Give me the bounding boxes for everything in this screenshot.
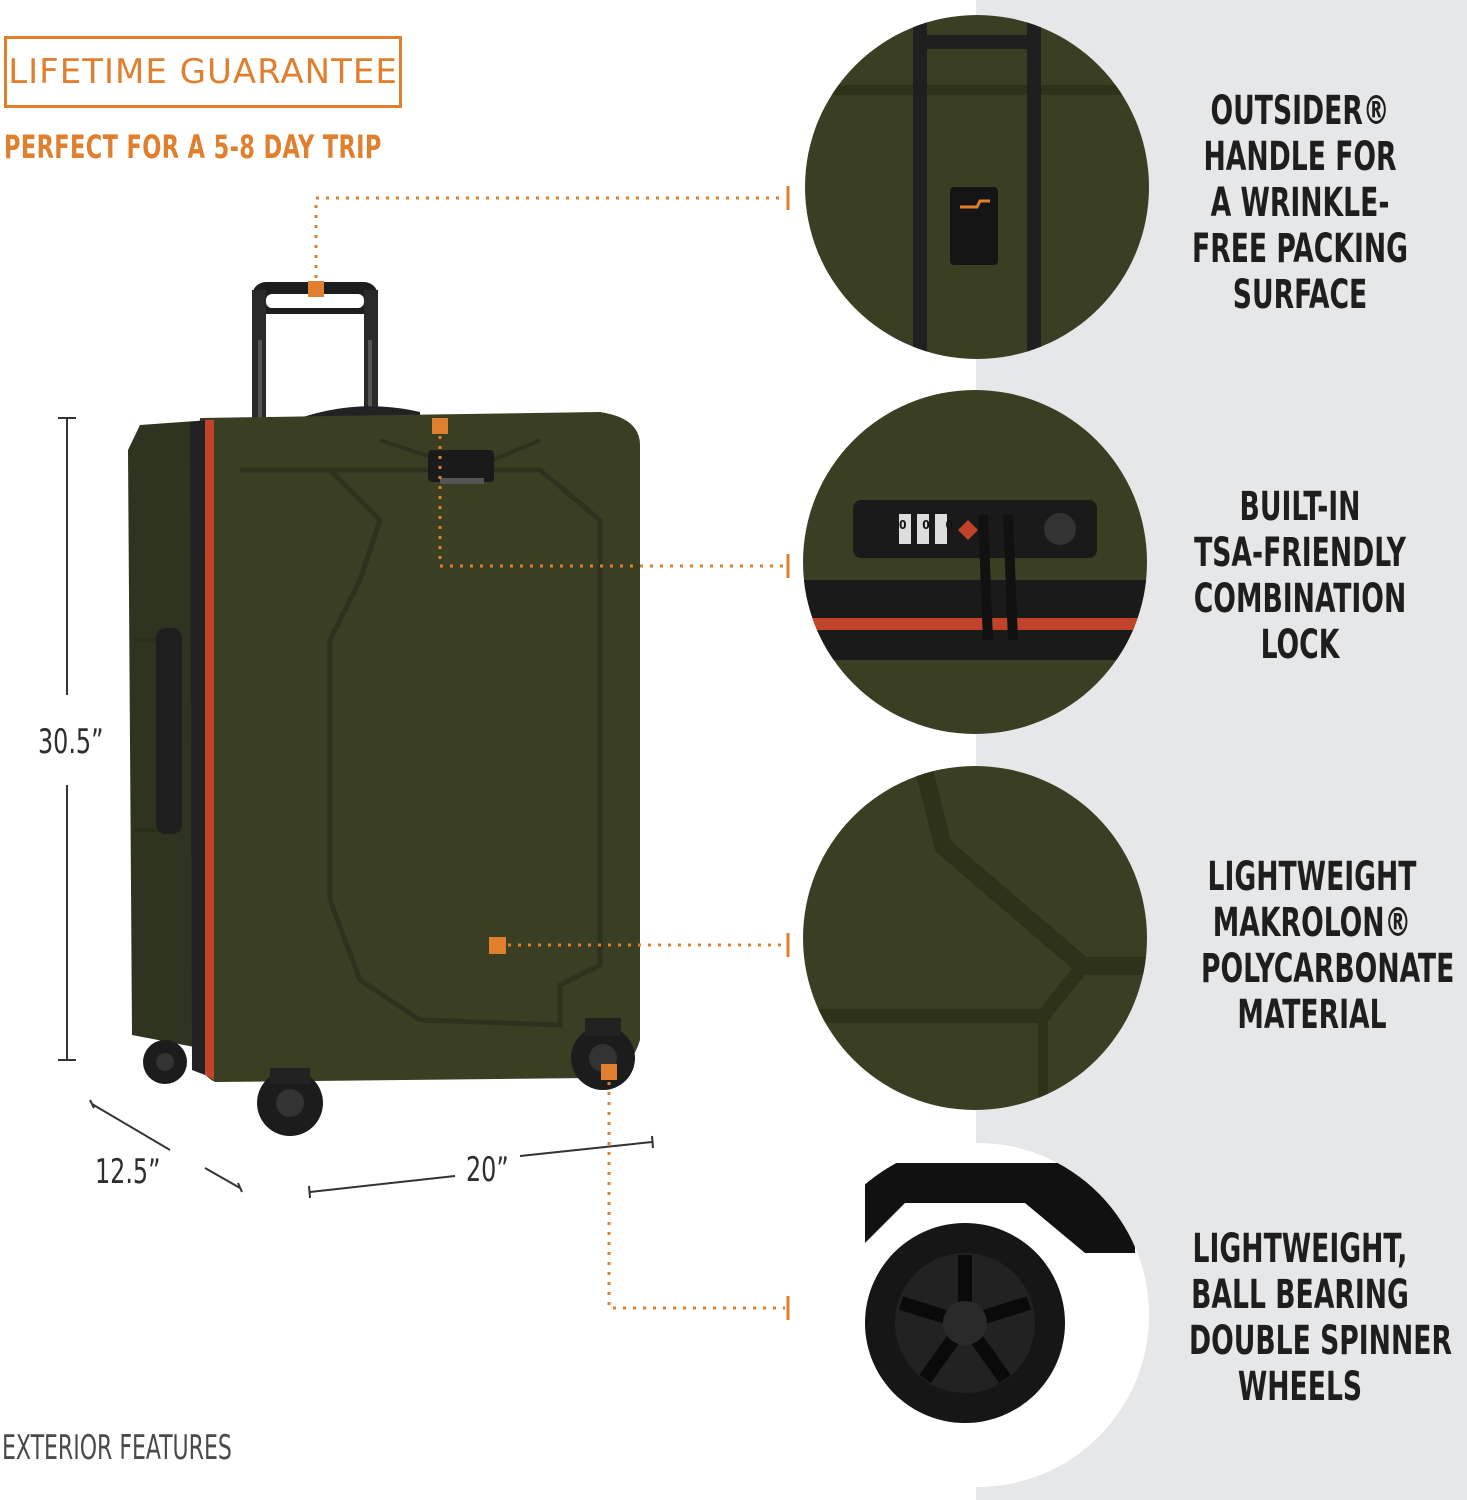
height-dimension: 30.5” bbox=[38, 722, 104, 762]
detail-circle-material bbox=[803, 766, 1147, 1110]
feature-wheels-text: LIGHTWEIGHT, BALL BEARING DOUBLE SPINNER… bbox=[1150, 1226, 1452, 1410]
feature-line: OUTSIDER® bbox=[1210, 88, 1390, 134]
feature-line: WHEELS bbox=[1237, 1364, 1363, 1410]
luggage-shell bbox=[128, 412, 640, 1082]
wheels bbox=[143, 1018, 635, 1136]
guarantee-label: LIFETIME GUARANTEE bbox=[8, 52, 398, 92]
callout-lines bbox=[314, 196, 785, 1310]
feature-line: FREE PACKING bbox=[1192, 226, 1408, 272]
feature-line: POLYCARBONATE bbox=[1201, 946, 1455, 992]
lock-digit: 0 bbox=[945, 518, 953, 532]
feature-line: MAKROLON® bbox=[1212, 900, 1412, 946]
handle-detail-image bbox=[805, 15, 1149, 359]
detail-circle-lock bbox=[803, 390, 1147, 734]
detail-circle-handle bbox=[805, 15, 1149, 359]
wheel-detail-image bbox=[805, 1143, 1149, 1487]
feature-line: MATERIAL bbox=[1237, 992, 1387, 1038]
exterior-features-caption: EXTERIOR FEATURES bbox=[2, 1428, 232, 1468]
feature-line: LIGHTWEIGHT bbox=[1207, 854, 1417, 900]
lock-dial-digits: 0 0 0 bbox=[899, 518, 953, 532]
feature-handle-text: OUTSIDER® HANDLE FOR A WRINKLE- FREE PAC… bbox=[1150, 88, 1450, 318]
feature-line: A WRINKLE- bbox=[1210, 180, 1390, 226]
trip-length-text: PERFECT FOR A 5-8 DAY TRIP bbox=[4, 128, 382, 166]
lock-detail-image bbox=[803, 390, 1147, 734]
feature-line: SURFACE bbox=[1232, 272, 1368, 318]
feature-line: LIGHTWEIGHT, bbox=[1192, 1226, 1408, 1272]
feature-line: BUILT-IN bbox=[1239, 484, 1361, 530]
feature-line: TSA-FRIENDLY bbox=[1194, 530, 1406, 576]
feature-line: BALL BEARING bbox=[1191, 1272, 1409, 1318]
depth-dimension: 12.5” bbox=[95, 1152, 161, 1192]
feature-material-text: LIGHTWEIGHT MAKROLON® POLYCARBONATE MATE… bbox=[1162, 854, 1462, 1038]
callout-markers bbox=[308, 281, 617, 1080]
detail-circle-wheel bbox=[805, 1143, 1149, 1487]
feature-line: DOUBLE SPINNER bbox=[1189, 1318, 1452, 1364]
material-detail-image bbox=[803, 766, 1147, 1110]
feature-line: COMBINATION bbox=[1193, 576, 1407, 622]
lock-digit: 0 bbox=[899, 518, 907, 532]
feature-line: LOCK bbox=[1260, 622, 1340, 668]
feature-lock-text: BUILT-IN TSA-FRIENDLY COMBINATION LOCK bbox=[1150, 484, 1450, 668]
width-dimension: 20” bbox=[466, 1150, 509, 1190]
lock-digit: 0 bbox=[922, 518, 930, 532]
feature-line: HANDLE FOR bbox=[1203, 134, 1397, 180]
lifetime-guarantee-badge: LIFETIME GUARANTEE bbox=[4, 36, 402, 108]
telescoping-handle bbox=[252, 282, 420, 422]
dimension-lines bbox=[58, 417, 654, 1199]
